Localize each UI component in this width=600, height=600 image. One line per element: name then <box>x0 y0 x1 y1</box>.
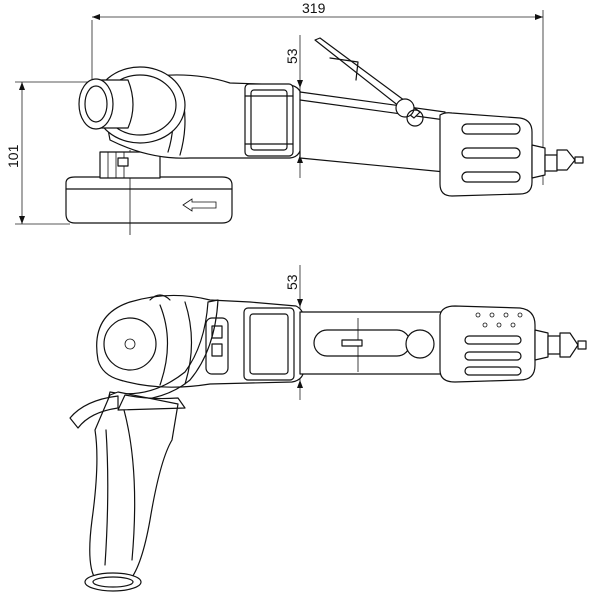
disc-guard <box>65 150 233 235</box>
offset-top-label: 53 <box>284 48 300 64</box>
body-tube <box>299 91 446 173</box>
dimension-overall-length: 319 <box>91 0 544 185</box>
spindle <box>99 151 161 179</box>
offset-bottom-label: 53 <box>284 274 300 290</box>
dimension-height: 101 <box>5 81 110 225</box>
side-view <box>65 37 584 235</box>
body-tube-plan <box>299 311 446 375</box>
grip-sleeve-plan <box>439 305 536 383</box>
throttle-lever <box>314 37 424 127</box>
overall-length-label: 319 <box>302 0 326 16</box>
side-handle <box>69 391 186 592</box>
guard-plan <box>107 294 219 402</box>
side-handle-stub <box>78 66 186 144</box>
grip-sleeve <box>439 112 533 197</box>
air-inlet-plan <box>534 329 587 361</box>
height-label: 101 <box>5 144 21 168</box>
vent-holes <box>475 312 523 328</box>
air-inlet-fitting <box>531 144 584 179</box>
top-view <box>69 294 587 592</box>
rotation-arrow-icon <box>182 198 217 212</box>
